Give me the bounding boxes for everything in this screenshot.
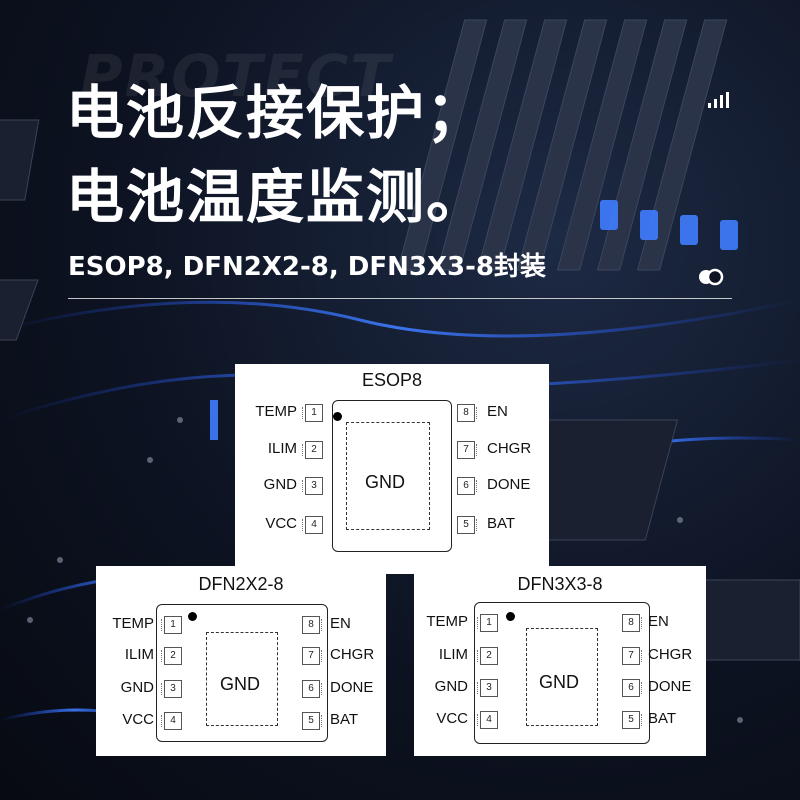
title-line-1: 电池反接保护； — [66, 79, 487, 147]
watermark-text: PROTECT — [80, 42, 392, 110]
toggle-circles-icon — [699, 268, 724, 286]
pin-number: 1 — [302, 404, 323, 422]
pin-label-vcc: VCC — [436, 710, 468, 727]
pin-label-chgr: CHGR — [487, 440, 532, 457]
dfn3x3-8-diagram: DFN3X3-8 GND 1 TEMP 2 ILIM 3 GND 4 VCC 8 EN 7 CHGR 6… — [414, 566, 706, 756]
pin-label-temp: TEMP — [112, 615, 154, 632]
pin-label-gnd: GND — [263, 476, 297, 493]
pin-number: 5 — [302, 712, 322, 730]
pin-label-vcc: VCC — [265, 515, 297, 532]
pin-label-done: DONE — [648, 678, 692, 695]
pin-number: 7 — [457, 441, 477, 459]
chip-body — [156, 604, 328, 742]
pin-label-en: EN — [487, 403, 508, 420]
pin-label-ilim: ILIM — [124, 646, 154, 663]
thermal-pad — [526, 628, 598, 726]
pin-number: 1 — [477, 614, 498, 632]
pin-number: 8 — [457, 404, 477, 422]
pin-number: 4 — [161, 712, 182, 730]
pin-label-done: DONE — [487, 476, 531, 493]
pin-label-temp: TEMP — [426, 613, 468, 630]
signal-bars-icon — [708, 92, 732, 108]
pin1-marker — [333, 412, 342, 421]
chip-body — [332, 400, 452, 552]
pin-number: 6 — [622, 679, 642, 697]
pin-label-bat: BAT — [487, 515, 516, 532]
pin-label-ilim: ILIM — [267, 440, 297, 457]
esop8-diagram: ESOP8 GND 1 TEMP 2 ILIM 3 GND 4 VCC 8 EN 7 CHGR 6 DON… — [235, 364, 549, 574]
pin-label-gnd: GND — [120, 679, 154, 696]
pin1-marker — [506, 612, 515, 621]
pin-label-bat: BAT — [648, 710, 677, 727]
pin-number: 4 — [477, 711, 498, 729]
package-title: ESOP8 — [361, 370, 423, 390]
pin-label-en: EN — [330, 615, 351, 632]
thermal-pad — [346, 422, 430, 530]
center-label: GND — [220, 674, 260, 694]
center-label: GND — [365, 472, 405, 492]
pin-number: 1 — [161, 616, 182, 634]
pin-number: 8 — [622, 614, 642, 632]
pin-number: 6 — [457, 477, 477, 495]
package-title: DFN3X3-8 — [517, 574, 603, 594]
divider-line — [68, 298, 732, 299]
pin-number: 3 — [477, 679, 498, 697]
package-title: DFN2X2-8 — [198, 574, 284, 594]
pin-number: 8 — [302, 616, 322, 634]
title-line-2: 电池温度监测。 — [66, 163, 487, 231]
pin-label-chgr: CHGR — [330, 646, 375, 663]
pin-label-temp: TEMP — [255, 403, 297, 420]
pin-label-en: EN — [648, 613, 669, 630]
dfn2x2-8-diagram: DFN2X2-8 GND 1 TEMP 2 ILIM 3 GND 4 VCC 8 EN 7 CHGR 6… — [96, 566, 386, 756]
pin-number: 5 — [457, 516, 477, 534]
pin-number: 3 — [161, 680, 182, 698]
pin-number: 2 — [477, 647, 498, 665]
pin-number: 7 — [622, 647, 642, 665]
pin-label-ilim: ILIM — [438, 646, 468, 663]
pin-number: 4 — [302, 516, 323, 534]
pin-number: 7 — [302, 647, 322, 665]
pin-label-gnd: GND — [434, 678, 468, 695]
package-subtitle: ESOP8, DFN2X2-8, DFN3X3-8封装 — [68, 252, 547, 282]
pin-number: 3 — [302, 477, 323, 495]
pin-number: 2 — [161, 647, 182, 665]
pin-number: 2 — [302, 441, 323, 459]
pin-label-bat: BAT — [330, 711, 359, 728]
pin-label-chgr: CHGR — [648, 646, 693, 663]
pin-label-done: DONE — [330, 679, 374, 696]
pin1-marker — [188, 612, 197, 621]
chip-body — [474, 602, 650, 744]
thermal-pad — [206, 632, 278, 726]
pin-number: 5 — [622, 711, 642, 729]
pin-label-vcc: VCC — [122, 711, 154, 728]
center-label: GND — [539, 672, 579, 692]
pin-number: 6 — [302, 680, 322, 698]
